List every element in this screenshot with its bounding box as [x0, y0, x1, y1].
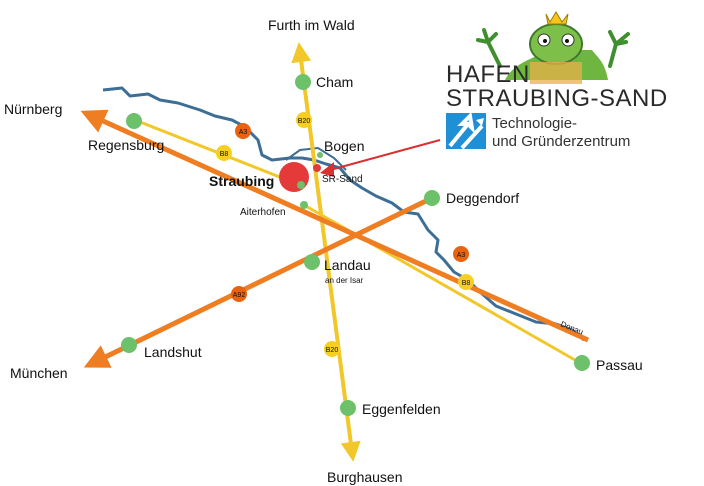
label-aiterhofen: Aiterhofen: [240, 207, 286, 218]
city-dot-straubing-center: [297, 181, 305, 189]
svg-text:B8: B8: [462, 280, 471, 287]
label-eggenfelden: Eggenfelden: [362, 401, 441, 417]
label-deggendorf: Deggendorf: [446, 190, 519, 206]
shield-b20-north: B20: [296, 112, 312, 128]
svg-text:A3: A3: [239, 129, 248, 136]
label-landau: Landau: [324, 257, 371, 273]
svg-text:B20: B20: [298, 118, 311, 125]
svg-text:B20: B20: [326, 347, 339, 354]
svg-text:A3: A3: [457, 252, 466, 259]
label-landshut: Landshut: [144, 344, 202, 360]
logo-title-hafen: HAFEN: [446, 61, 530, 88]
svg-text:A92: A92: [233, 292, 246, 299]
city-dot-regensburg: [126, 113, 142, 129]
shield-b8-west: B8: [216, 145, 232, 161]
label-straubing: Straubing: [209, 173, 274, 189]
shield-a3-east: A3: [453, 246, 469, 262]
label-muenchen: München: [10, 365, 68, 381]
logo-sub-technologie: Technologie-: [492, 115, 577, 132]
label-landau-sub: an der Isar: [325, 276, 364, 285]
city-dot-landau: [304, 254, 320, 270]
city-dot-bogen: [317, 152, 323, 158]
frog-mascot-icon: [476, 11, 630, 84]
logo-sub-gruenderzentrum: und Gründerzentrum: [492, 133, 630, 150]
label-nuernberg: Nürnberg: [4, 101, 62, 117]
shield-b20-south: B20: [324, 341, 340, 357]
label-cham: Cham: [316, 74, 353, 90]
label-furth-im-wald: Furth im Wald: [268, 17, 355, 33]
label-regensburg: Regensburg: [88, 137, 164, 153]
road-a3: [80, 109, 590, 343]
logo-title-straubing-sand: STRAUBING-SAND: [446, 85, 668, 112]
label-passau: Passau: [596, 357, 643, 373]
shield-b8-east: B8: [458, 274, 474, 290]
city-dot-cham: [295, 74, 311, 90]
shield-a92: A92: [231, 286, 247, 302]
city-dot-eggenfelden: [340, 400, 356, 416]
label-bogen: Bogen: [324, 138, 364, 154]
road-a92: [83, 195, 434, 368]
city-dot-straubing: [279, 162, 309, 192]
city-dot-deggendorf: [424, 190, 440, 206]
city-dot-passau: [574, 355, 590, 371]
logo-pointer-line: [329, 139, 441, 171]
logo-arrows-icon: [446, 111, 486, 150]
city-dot-aiterhofen: [300, 201, 308, 209]
shield-a3-west: A3: [235, 123, 251, 139]
svg-text:B8: B8: [220, 151, 229, 158]
label-sr-sand: SR-Sand: [322, 174, 363, 185]
label-burghausen: Burghausen: [327, 469, 403, 485]
city-dot-landshut: [121, 337, 137, 353]
logo-pointer-head: [320, 162, 334, 177]
city-dot-sr-sand: [313, 164, 321, 172]
